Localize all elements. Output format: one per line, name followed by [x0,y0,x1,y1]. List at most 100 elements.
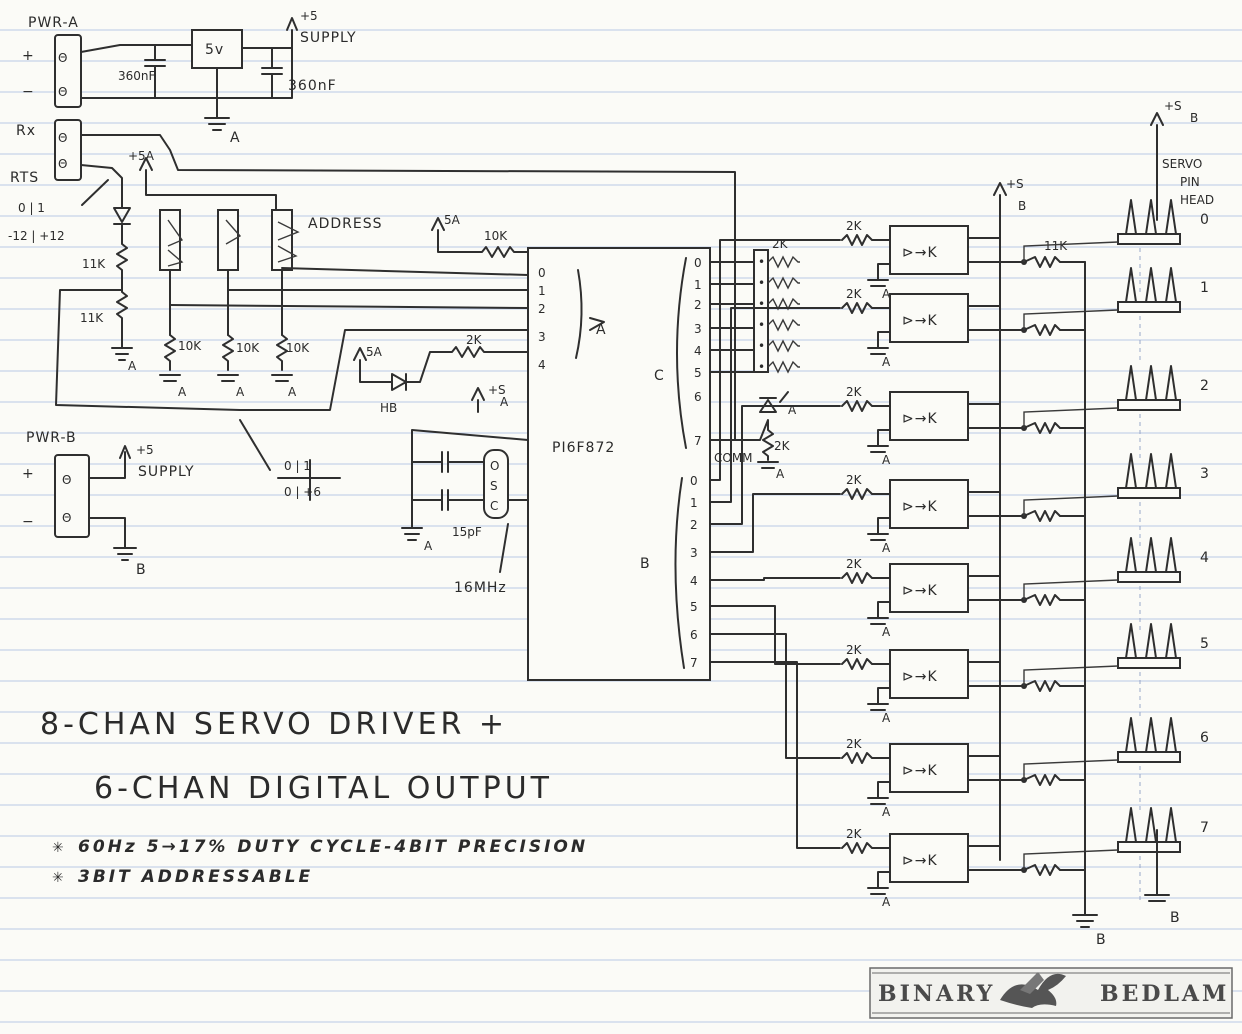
gnd-a-comm-res: A [776,467,785,481]
plus-s-a-mcu: +S [488,383,506,397]
led-resistor-2k: 2K [466,333,483,347]
pwr-a-minus: − [22,84,35,100]
logic-level-top: 0 | 1 [284,459,311,473]
opto-resistor-label-1: 2K [846,287,863,301]
port-a-pin-4: 4 [538,358,546,372]
servo-number-5: 5 [1200,636,1210,652]
osc-cap-label: 15pF [452,525,482,539]
opto-ground-label-3: A [882,541,891,555]
output-stage-4: 2K⊳→KA4 [709,537,1210,639]
optocoupler-5 [889,649,969,699]
crystal-label: 16MHz [454,580,507,596]
rts-label: RTS [10,170,39,186]
ground-a-serial: A [128,359,137,373]
gnd-a-osc: A [424,539,433,553]
servo-pin-7-0 [1125,807,1137,843]
pwr-b-connector [54,454,90,538]
port-c-pin-4: 4 [694,344,702,358]
pwr-b-section: PWR-B + − Θ Θ +5 SUPPLY B [22,430,194,578]
r-11k-1: 11K [82,257,106,271]
port-b-pin-5: 5 [690,600,698,614]
servo-number-2: 2 [1200,378,1210,394]
opto-resistor-7 [841,842,891,854]
servo-header-7 [1117,841,1181,853]
opto-ground-1 [867,331,891,355]
port-c-pin-6: 6 [694,390,702,404]
output-stage-3: 2K⊳→KA3 [709,453,1210,555]
rx-label: Rx [16,123,36,139]
gnd-a-comm: A [788,403,797,417]
output-rails: +S B B +S B SERVO PIN HEAD B [993,99,1214,948]
output-stages: 2K⊳→KA11K02K⊳→KA12K⊳→KA22K⊳→KA32K⊳→KA42K… [709,199,1210,909]
array-resistor-4 [767,339,800,353]
port-b-label: B [640,556,651,572]
port-a-pin-3: 3 [538,330,546,344]
servo-header-4 [1117,571,1181,583]
pull-resistor-5 [967,680,1086,692]
opto-resistor-4 [841,572,891,584]
servo-header-3 [1117,487,1181,499]
servo-header-1: SERVO [1162,157,1202,171]
ground-b-servo: B [1170,910,1181,926]
servo-pin-6-1 [1145,717,1157,753]
port-b-pin-6: 6 [690,628,698,642]
serial-section: Rx RTS Θ Θ 0 | 1 -12 | +12 11K 11K A 0 |… [8,119,736,501]
rs232-level-bottom: -12 | +12 [8,229,65,243]
pwr-b-pin-1: Θ [62,473,71,487]
servo-number-7: 7 [1200,820,1210,836]
opto-ground-0 [867,263,891,287]
opto-resistor-label-3: 2K [846,473,863,487]
servo-signal-7 [1023,849,1119,870]
servo-number-0: 0 [1200,212,1210,228]
port-c-pin-0: 0 [694,256,702,270]
port-c-pin-1: 1 [694,278,702,292]
servo-number-4: 4 [1200,550,1210,566]
resistor-array-lines: •••••• [758,255,800,374]
array-dot-3: • [758,318,765,332]
servo-pin-2-0 [1125,365,1137,401]
opto-ground-label-5: A [882,711,891,725]
optocoupler-4 [889,563,969,613]
servo-signal-1 [1023,309,1119,330]
plus-s-rail: +S [1006,177,1024,191]
dragon-icon [1000,972,1066,1008]
dip-switch-1 [159,209,181,271]
logo-text-right: BEDLAM [1100,981,1229,1007]
osc-s: S [490,479,498,493]
servo-number-3: 3 [1200,466,1210,482]
port-b-pin-4: 4 [690,574,698,588]
optocoupler-3 [889,479,969,529]
servo-pin-5-0 [1125,623,1137,659]
servo-header-6 [1117,751,1181,763]
ground-a-top: A [230,130,241,146]
servo-signal-6 [1023,759,1119,780]
opto-ground-6 [867,781,891,805]
stage-wire-7 [709,661,841,849]
gnd-a-dip3: A [288,385,297,399]
mcu-part-label: PI6F872 [552,440,615,456]
pull-resistor-2 [967,422,1086,434]
opto-resistor-label-4: 2K [846,557,863,571]
opto-ground-label-0: A [882,287,891,301]
cap-left-label: 360nF [118,69,156,83]
comm-resistor-label: 2K [774,439,791,453]
output-stage-2: 2K⊳→KA2 [709,365,1210,525]
plus5-supply-top: +5 [300,9,318,23]
ground-b-left: B [136,562,147,578]
servo-header-2 [1117,399,1181,411]
port-a-pin-2: 2 [538,302,546,316]
hb-led-label: HB [380,401,397,415]
servo-pin-2-1 [1145,365,1157,401]
servo-pin-0-1 [1145,199,1157,235]
port-a-pin-0: 0 [538,266,546,280]
five-a-pullup: 5A [444,213,461,227]
serial-pin-1: Θ [58,131,67,145]
array-resistor-1 [767,276,800,290]
servo-pin-7-2 [1165,807,1177,843]
title-line-2: 6-CHAN DIGITAL OUTPUT [94,771,553,806]
servo-pin-3-0 [1125,453,1137,489]
